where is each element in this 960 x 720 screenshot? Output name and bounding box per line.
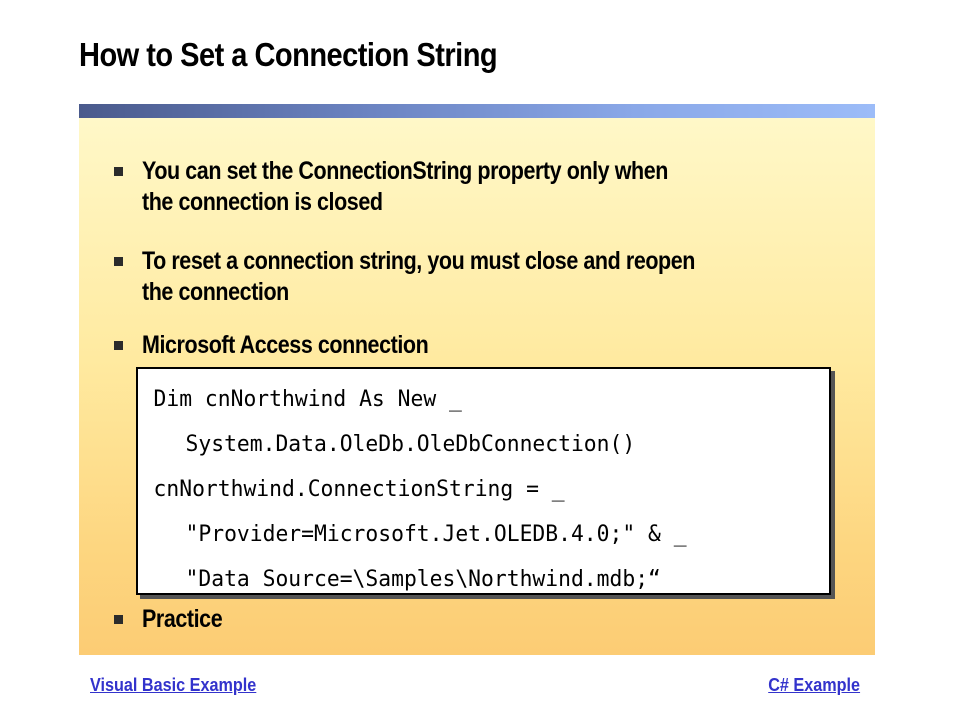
title-accent-bar: [79, 104, 875, 118]
bullet-text: Microsoft Access connection: [142, 331, 429, 359]
code-line: Dim cnNorthwind As New _: [153, 387, 462, 412]
bullet-square-icon: [114, 615, 123, 624]
bullet-square-icon: [114, 341, 123, 350]
csharp-example-link[interactable]: C# Example: [768, 675, 860, 695]
code-line: cnNorthwind.ConnectionString = _: [153, 477, 565, 502]
code-sample-box: Dim cnNorthwind As New _ System.Data.Ole…: [136, 367, 831, 595]
code-line: "Provider=Microsoft.Jet.OLEDB.4.0;" & _: [185, 522, 687, 547]
bullet-item: You can set the ConnectionString propert…: [114, 156, 794, 218]
bullet-item: Microsoft Access connection: [114, 330, 794, 361]
content-panel: You can set the ConnectionString propert…: [79, 118, 875, 655]
slide-title: How to Set a Connection String: [79, 36, 498, 73]
bullet-item: Practice: [114, 604, 794, 635]
bullet-item: To reset a connection string, you must c…: [114, 246, 794, 308]
bullet-square-icon: [114, 167, 123, 176]
bullet-text: Practice: [142, 605, 223, 633]
bullet-text: To reset a connection string, you must c…: [142, 247, 695, 306]
visual-basic-example-link[interactable]: Visual Basic Example: [90, 675, 257, 695]
bullet-text: You can set the ConnectionString propert…: [142, 157, 668, 216]
code-line: "Data Source=\Samples\Northwind.mdb;“: [185, 567, 661, 592]
bullet-square-icon: [114, 257, 123, 266]
code-line: System.Data.OleDb.OleDbConnection(): [185, 432, 636, 457]
